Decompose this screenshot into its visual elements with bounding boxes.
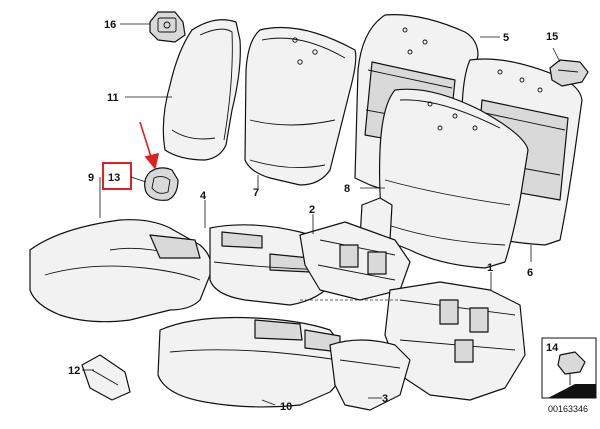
part-14-clip-box	[541, 337, 597, 399]
part-12-trim	[81, 354, 131, 401]
label-10: 10	[280, 401, 292, 413]
label-5: 5	[503, 32, 509, 44]
label-4: 4	[200, 190, 207, 202]
reference-number: 00163346	[548, 404, 588, 414]
label-14: 14	[546, 342, 559, 354]
part-15-bracket	[549, 59, 589, 87]
label-7: 7	[253, 187, 259, 199]
label-2: 2	[309, 204, 315, 216]
part-3-side-piece	[329, 339, 411, 411]
part-1-seat-frame	[299, 221, 526, 401]
label-6: 6	[527, 267, 533, 279]
label-12: 12	[68, 365, 80, 377]
part-7-backrest-left	[244, 26, 357, 186]
label-9: 9	[88, 172, 94, 184]
part-9-seat-cushion	[29, 219, 212, 323]
label-3: 3	[382, 393, 388, 405]
highlight-box-13	[102, 162, 132, 190]
label-11: 11	[107, 92, 119, 104]
part-8-backrest-center	[359, 88, 529, 269]
label-16: 16	[104, 19, 116, 31]
label-15: 15	[546, 31, 558, 43]
label-1: 1	[487, 262, 493, 274]
part-10-lower-cushion	[157, 316, 346, 408]
leader-lines	[82, 23, 561, 406]
part-16-clip	[149, 11, 186, 43]
part-11-side-bolster	[162, 19, 241, 161]
part-13-pad	[144, 167, 179, 201]
label-8: 8	[344, 183, 350, 195]
label-13: 13	[108, 172, 120, 184]
highlight-arrow	[139, 121, 160, 170]
